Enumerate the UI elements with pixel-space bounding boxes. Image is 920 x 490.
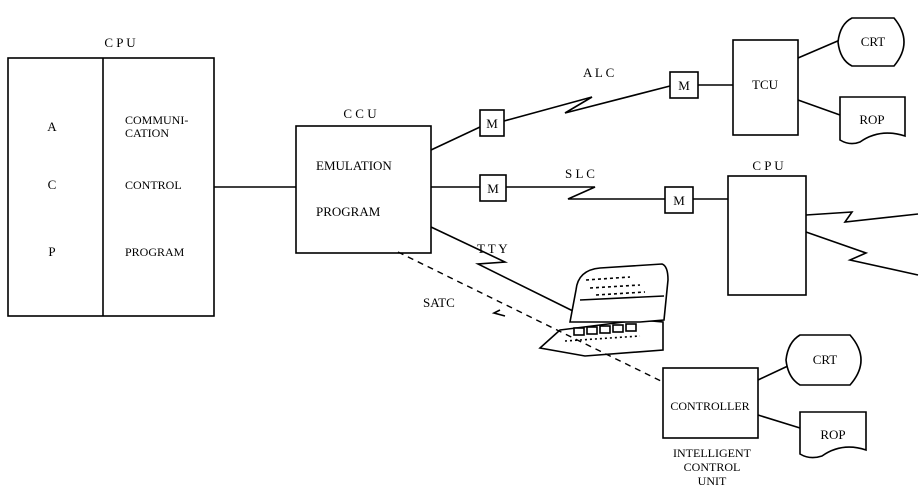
host-cpu-title: C P U [104, 35, 136, 50]
acp-letter-p: P [48, 244, 55, 259]
controller-caption-3: UNIT [698, 474, 727, 488]
satc-label: SATC [423, 295, 455, 310]
modem-4-label: M [673, 193, 685, 208]
controller-caption-1: INTELLIGENT [673, 446, 752, 460]
tcu-label: TCU [752, 77, 779, 92]
remote-cpu-line-2 [806, 232, 918, 275]
tty-label: T T Y [477, 241, 508, 256]
teletype-terminal-icon [540, 264, 668, 356]
slc-label: S L C [565, 166, 595, 181]
tcu-crt-link [798, 40, 840, 58]
ccu-line-1: EMULATION [316, 158, 392, 173]
rop-top-label: ROP [859, 112, 884, 127]
crt-bottom-label: CRT [813, 352, 838, 367]
tcu-rop-link [798, 100, 840, 115]
controller-caption-2: CONTROL [684, 460, 741, 474]
crt-top-label: CRT [861, 34, 886, 49]
satc-arrow-icon [494, 310, 505, 316]
modem-2-label: M [678, 78, 690, 93]
controller-crt-link [758, 365, 790, 380]
ccu-title: C C U [343, 106, 377, 121]
controller-label: CONTROLLER [670, 399, 749, 413]
acp-letter-a: A [47, 119, 57, 134]
alc-line [504, 86, 670, 121]
acp-letter-c: C [48, 177, 57, 192]
program-line-2: CATION [125, 126, 169, 140]
program-line-1: COMMUNI- [125, 113, 188, 127]
ccu-modem1-link [431, 127, 480, 150]
remote-cpu-line-1 [806, 212, 918, 222]
modem-3-label: M [487, 181, 499, 196]
remote-cpu-title: C P U [752, 158, 784, 173]
program-line-3: CONTROL [125, 178, 182, 192]
ccu-box [296, 126, 431, 253]
ccu-line-2: PROGRAM [316, 204, 381, 219]
slc-line [506, 187, 665, 199]
alc-label: A L C [583, 65, 614, 80]
remote-cpu-box [728, 176, 806, 295]
host-cpu-box [8, 58, 214, 316]
rop-bottom-label: ROP [820, 427, 845, 442]
program-line-4: PROGRAM [125, 245, 185, 259]
modem-1-label: M [486, 116, 498, 131]
controller-rop-link [758, 415, 800, 428]
